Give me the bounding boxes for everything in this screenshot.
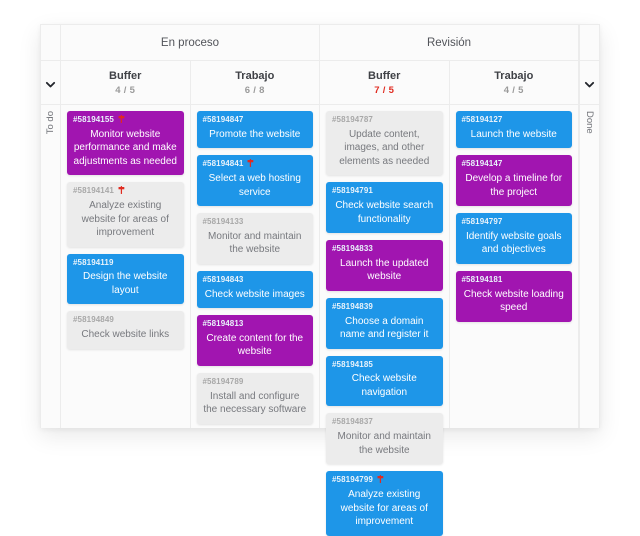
flag-icon (118, 186, 125, 195)
card-id: #58194141 (73, 186, 178, 197)
card-id: #58194155 (73, 115, 178, 126)
card-id: #58194119 (73, 257, 114, 267)
card-title: Launch the updated website (340, 257, 429, 283)
card-id: #58194797 (461, 217, 503, 227)
lane-header-revision-buffer[interactable]: Buffer 7 / 5 (320, 61, 450, 104)
card-title: Check website images (204, 288, 305, 300)
lane-wip-count: 4 / 5 (115, 84, 136, 96)
lane-name: Buffer (109, 69, 142, 82)
card-id: #58194849 (73, 315, 114, 325)
card-title: Create content for the website (206, 332, 304, 358)
card-id: #58194843 (202, 274, 244, 284)
lane-wip-count-over-limit: 7 / 5 (374, 84, 395, 96)
card-id: #58194799 (332, 475, 437, 486)
card-id: #58194833 (332, 244, 373, 254)
phase-header-en-proceso[interactable]: En proceso (61, 25, 320, 60)
done-column[interactable]: Done (579, 105, 599, 428)
kanban-board: En proceso Revisión Buffer 4 / 5 Trabajo… (40, 24, 600, 536)
collapse-left-button[interactable] (41, 61, 61, 104)
card-id: #58194841 (203, 159, 308, 170)
phase-header-revision[interactable]: Revisión (320, 25, 579, 60)
card-title: Launch the website (470, 128, 557, 140)
todo-label: To do (45, 111, 56, 135)
card-id: #58194185 (332, 359, 373, 369)
lane-wip-count: 4 / 5 (503, 84, 524, 96)
chevron-down-icon (45, 77, 56, 88)
card-id: #58194839 (332, 301, 373, 311)
card-title: Monitor and maintain the website (208, 230, 302, 256)
card-title: Install and configure the necessary soft… (203, 390, 307, 416)
card-title: Check website links (81, 329, 170, 341)
card-title: Choose a domain name and register it (340, 315, 429, 341)
card-id: #58194127 (461, 115, 503, 124)
lane-header-revision-trabajo[interactable]: Trabajo 4 / 5 (450, 61, 579, 104)
card-title: Check website navigation (351, 373, 417, 398)
done-label: Done (584, 111, 595, 134)
phase-header-right-gutter (579, 25, 599, 60)
lane-header-row: Buffer 4 / 5 Trabajo 6 / 8 Buffer 7 / 5 … (41, 61, 599, 105)
card-id: #58194147 (461, 159, 503, 169)
card-title: Update content, images, and other elemen… (339, 128, 430, 167)
phase-header-row: En proceso Revisión (41, 25, 599, 61)
card-title: Analyze existing website for areas of im… (340, 489, 428, 528)
card-id: #58194791 (332, 186, 373, 196)
lane-name: Trabajo (494, 69, 534, 82)
card-title: Promote the website (209, 128, 301, 140)
lane-header-proceso-buffer[interactable]: Buffer 4 / 5 (61, 61, 191, 104)
card-title: Check website loading speed (463, 288, 564, 314)
card-title: Analyze existing website for areas of im… (81, 200, 169, 239)
card-id: #58194181 (461, 274, 503, 284)
card-id: #58194787 (332, 115, 373, 124)
card-title: Identify website goals and objectives (465, 230, 562, 256)
card-title: Check website search functionality (335, 200, 434, 225)
lane-name: Buffer (368, 69, 401, 82)
flag-icon (118, 115, 125, 123)
collapse-right-button[interactable] (579, 61, 599, 104)
flag-icon (377, 475, 384, 484)
card-title: Select a web hosting service (208, 173, 301, 198)
todo-column[interactable]: To do (41, 105, 61, 428)
card-id: #58194837 (332, 417, 373, 427)
lane-header-proceso-trabajo[interactable]: Trabajo 6 / 8 (191, 61, 320, 104)
lane-name: Trabajo (235, 69, 275, 82)
card-id: #58194813 (202, 319, 244, 329)
phase-header-left-gutter (41, 25, 61, 60)
flag-icon (247, 159, 254, 168)
lane-wip-count: 6 / 8 (244, 84, 265, 96)
card-title: Develop a timeline for the project (465, 173, 563, 198)
chevron-down-icon (584, 77, 595, 88)
card-title: Monitor and maintain the website (337, 431, 431, 456)
card-id: #58194847 (202, 115, 244, 124)
card-title: Design the website layout (83, 271, 168, 296)
card-id: #58194789 (202, 376, 244, 386)
card-id: #58194133 (202, 217, 244, 227)
card-title: Monitor website performance and make adj… (73, 128, 177, 167)
